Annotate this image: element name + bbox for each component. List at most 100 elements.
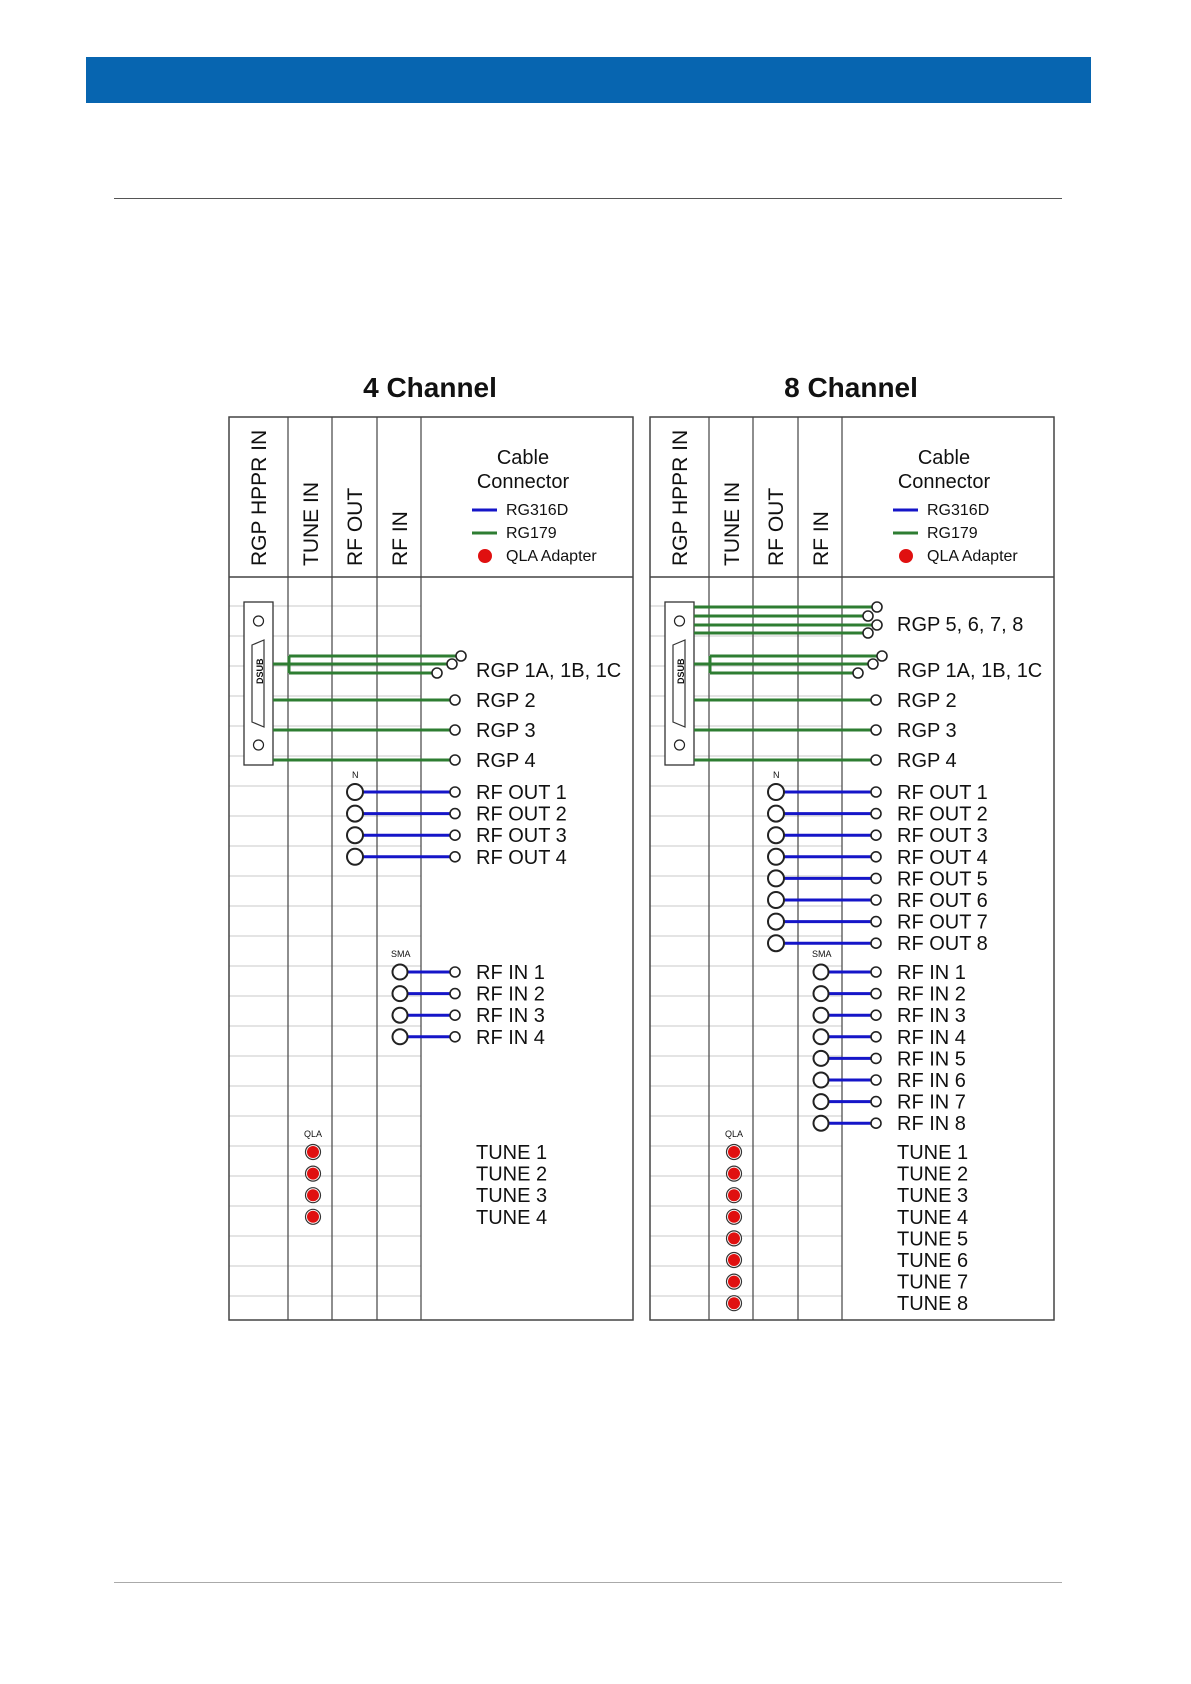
column-header: RF IN [389,511,412,566]
label-tune: TUNE 2 [476,1164,547,1186]
label-rf-in: RF IN 2 [897,984,966,1006]
label-tune: TUNE 3 [476,1185,547,1207]
dsub-tag: DSUB [676,658,686,684]
rf-in-terminal [449,1031,461,1043]
n-connector-icon [346,804,364,823]
rf-in-terminal [870,1074,882,1086]
column-header: RF OUT [765,488,788,566]
sma-connector-icon [812,985,830,1003]
sma-connector-icon [391,1028,409,1046]
n-connector-icon [767,783,785,801]
label-tune: TUNE 3 [897,1185,968,1207]
label-rgp-3: RGP 3 [476,720,536,742]
column-header: RGP HPPR IN [248,430,271,566]
rgp-1-terminal [867,658,879,670]
n-connector-icon [346,783,364,801]
rgp-1-terminal [852,667,864,679]
n-connector-icon [767,869,785,888]
legend-subtitle: Connector [898,471,991,493]
dsub-shell [251,639,265,728]
rgp-5-8-terminal [862,627,874,639]
label-rgp-4: RGP 4 [897,750,957,772]
rf-in-terminal [870,966,882,978]
rgp-5-8-terminal [871,601,883,613]
rgp-terminal [449,724,461,736]
label-rf-in: RF IN 1 [476,962,545,984]
label-rf-in: RF IN 4 [476,1027,545,1049]
dsub-shell [672,639,686,728]
rf-out-terminal [870,850,882,863]
n-connector-icon [346,847,364,866]
label-rf-out: RF OUT 2 [476,804,567,826]
n-connector-icon [767,891,785,909]
sma-connector-icon [812,1114,830,1132]
rf-in-terminal [449,1009,461,1022]
rf-in-terminal [870,987,882,1000]
label-rf-out: RF OUT 2 [897,804,988,826]
n-connector-icon [767,847,785,866]
sma-connector-icon [391,1006,409,1024]
dsub-screw-icon [673,615,686,627]
label-rgp-4: RGP 4 [476,750,536,772]
header-bar [86,57,1091,103]
label-rf-out: RF OUT 1 [897,782,988,804]
legend-item-label: RG179 [506,525,557,542]
rgp-terminal [870,724,882,736]
legend-qla-swatch [899,549,913,563]
label-rf-out: RF OUT 3 [476,825,567,847]
panel-2-frame [649,416,1055,1321]
legend-qla-swatch [478,549,492,563]
label-rgp-3: RGP 3 [897,720,957,742]
rf-in-terminal [870,1031,882,1043]
label-rf-out: RF OUT 1 [476,782,567,804]
label-rf-in: RF IN 3 [897,1005,966,1027]
rf-in-terminal [449,987,461,1000]
rf-out-terminal [449,786,461,798]
rf-in-terminal [870,1009,882,1022]
sma-connector-icon [812,1028,830,1046]
rgp-5-8-terminal [862,610,874,622]
label-rf-out: RF OUT 3 [897,825,988,847]
dsub-connector [664,601,695,766]
label-tune: TUNE 5 [897,1228,968,1250]
qla-adapter-icon-fill [307,1189,319,1202]
label-rf-in: RF IN 4 [897,1027,966,1049]
n-connector-tag: N [773,770,780,780]
panel-title-8-channel: 8 Channel [784,372,918,403]
rgp-terminal [870,754,882,766]
label-rgp-2: RGP 2 [476,690,536,712]
column-header: RGP HPPR IN [669,430,692,566]
qla-adapter-icon-fill [728,1232,740,1245]
n-connector-tag: N [352,770,359,780]
qla-adapter-icon-fill [728,1146,740,1158]
rf-out-terminal [870,937,882,950]
label-rf-in: RF IN 6 [897,1070,966,1092]
label-rf-in: RF IN 8 [897,1113,966,1135]
label-rgp-1: RGP 1A, 1B, 1C [476,660,621,682]
label-tune: TUNE 2 [897,1164,968,1186]
sma-connector-icon [812,1006,830,1024]
label-rf-out: RF OUT 5 [897,868,988,890]
label-rf-out: RF OUT 7 [897,912,988,934]
qla-adapter-icon-fill [728,1167,740,1180]
qla-adapter-icon-fill [728,1275,740,1288]
sma-connector-tag: SMA [812,949,832,959]
label-rf-in: RF IN 5 [897,1048,966,1070]
n-connector-icon [767,934,785,953]
panel-title-4-channel: 4 Channel [363,372,497,403]
label-rgp-2: RGP 2 [897,690,957,712]
qla-adapter-icon-fill [728,1189,740,1202]
rf-out-terminal [870,786,882,798]
qla-connector-tag: QLA [725,1129,743,1139]
column-header: RF OUT [344,488,367,566]
label-tune: TUNE 1 [476,1142,547,1164]
label-tune: TUNE 4 [476,1207,547,1229]
legend-item-label: RG316D [506,502,568,519]
rgp-5-8-terminal [871,619,883,631]
label-rgp-1: RGP 1A, 1B, 1C [897,660,1042,682]
dsub-tag: DSUB [255,658,265,684]
qla-adapter-icon-fill [728,1297,740,1310]
qla-adapter-icon-fill [307,1210,319,1223]
label-rgp-5-8: RGP 5, 6, 7, 8 [897,614,1023,636]
